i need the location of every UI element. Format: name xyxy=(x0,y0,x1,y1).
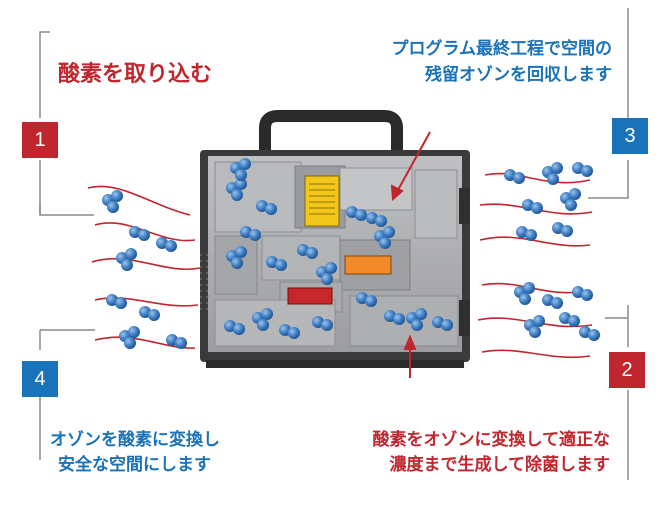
ozone-molecule xyxy=(560,188,581,211)
step-1-text: 酸素を取り込む xyxy=(58,62,213,87)
ozone-molecule xyxy=(230,158,251,181)
ozone-molecule xyxy=(116,248,137,271)
air-flow-arrow xyxy=(479,236,591,247)
ozone-molecule xyxy=(256,200,277,215)
ozone-molecule xyxy=(504,169,525,184)
ozone-molecule xyxy=(542,294,563,309)
step-3-text: プログラム最終工程で空間の 残留オゾンを回収します xyxy=(391,39,613,85)
ozone-molecule xyxy=(316,262,337,285)
ozone-molecule xyxy=(366,212,387,227)
ozone-molecule xyxy=(542,162,563,185)
air-flow-arrow xyxy=(94,336,196,349)
ozone-molecule xyxy=(516,226,537,241)
ozone-molecule xyxy=(559,312,580,327)
ozone-molecule xyxy=(106,294,127,309)
step-4-badge: 4 xyxy=(22,361,58,397)
ozone-molecule xyxy=(266,256,287,271)
ozone-molecule xyxy=(297,244,318,259)
ozone-molecules xyxy=(102,158,600,349)
ozone-molecule xyxy=(156,237,177,252)
ozone-molecule xyxy=(432,316,453,331)
flow-pointer-lines xyxy=(390,131,431,378)
ozone-molecule xyxy=(552,222,573,237)
air-flow-arrow xyxy=(91,257,201,270)
air-flow-arrow xyxy=(94,297,199,307)
step-2-text: 酸素をオゾンに変換して適正な 濃度まで生成して除菌します xyxy=(372,430,611,475)
ozone-molecule xyxy=(240,226,261,241)
bracket-lines xyxy=(39,8,629,480)
step-3-badge: 3 xyxy=(612,118,648,154)
ozone-molecule xyxy=(374,226,395,249)
ozone-molecule xyxy=(514,282,535,305)
ozone-molecule xyxy=(119,326,140,349)
ozone-molecule xyxy=(224,320,245,335)
ozone-molecule xyxy=(279,324,300,339)
ozone-molecule xyxy=(346,206,367,221)
ozone-molecule xyxy=(524,315,545,338)
air-flow-arrow xyxy=(484,172,591,184)
ozone-molecule xyxy=(139,306,160,321)
air-flow-arrow xyxy=(87,185,191,216)
ozone-molecule xyxy=(312,316,333,331)
ozone-molecule xyxy=(579,326,600,341)
ozone-molecule xyxy=(522,199,543,214)
ozone-molecule xyxy=(226,246,247,269)
ozone-molecule xyxy=(406,308,427,331)
ozone-molecule xyxy=(572,162,593,177)
step-4-text: オゾンを酸素に変換し 安全な空間にします xyxy=(50,430,220,475)
step-2-badge: 2 xyxy=(609,352,645,388)
ozone-molecule xyxy=(572,286,593,301)
ozone-molecule xyxy=(226,178,247,201)
ozone-molecule xyxy=(166,334,187,349)
ozone-molecule xyxy=(384,310,405,325)
air-flow-arrow xyxy=(481,349,591,359)
ozone-molecule xyxy=(252,308,273,331)
ozone-molecule xyxy=(102,190,123,213)
ozone-molecule xyxy=(129,226,150,241)
step-1-badge: 1 xyxy=(22,122,58,158)
ozone-molecule xyxy=(356,292,377,307)
